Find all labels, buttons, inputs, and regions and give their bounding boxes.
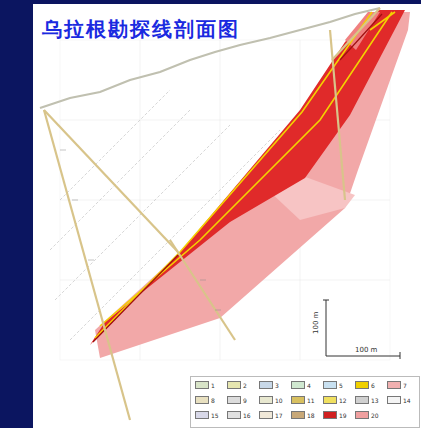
legend-swatch [355, 411, 369, 419]
legend-number: 4 [307, 382, 311, 389]
legend-swatch [291, 381, 305, 389]
legend-swatch [323, 396, 337, 404]
legend-number: 19 [339, 412, 347, 419]
scale-label: 100 m [312, 312, 320, 334]
legend-swatch [355, 381, 369, 389]
title: 乌拉根勘探线剖面图 [42, 16, 240, 43]
legend-item: 17 [259, 411, 283, 419]
legend-swatch [323, 381, 337, 389]
legend-number: 17 [275, 412, 283, 419]
legend-item: 11 [291, 396, 315, 404]
legend-swatch [259, 396, 273, 404]
legend-item: 1 [195, 381, 215, 389]
legend-number: 15 [211, 412, 219, 419]
legend-swatch [195, 411, 209, 419]
legend-swatch [227, 411, 241, 419]
legend-number: 5 [339, 382, 343, 389]
legend-swatch [259, 411, 273, 419]
legend-number: 18 [307, 412, 315, 419]
legend-swatch [227, 381, 241, 389]
legend-item: 5 [323, 381, 343, 389]
legend-item: 2 [227, 381, 247, 389]
legend-item: 12 [323, 396, 347, 404]
legend-item: 3 [259, 381, 279, 389]
legend-swatch [323, 411, 337, 419]
legend-swatch [387, 396, 401, 404]
legend-item: 16 [227, 411, 251, 419]
legend-item: 13 [355, 396, 379, 404]
legend-number: 1 [211, 382, 215, 389]
legend-number: 13 [371, 397, 379, 404]
legend-number: 10 [275, 397, 283, 404]
legend-swatch [195, 396, 209, 404]
legend-item: 6 [355, 381, 375, 389]
legend-number: 3 [275, 382, 279, 389]
legend-number: 6 [371, 382, 375, 389]
legend-item: 14 [387, 396, 411, 404]
legend-swatch [227, 396, 241, 404]
legend-number: 12 [339, 397, 347, 404]
scale-label: 100 m [355, 346, 377, 354]
legend-item: 9 [227, 396, 247, 404]
legend-item: 18 [291, 411, 315, 419]
legend-item: 4 [291, 381, 311, 389]
legend-number: 2 [243, 382, 247, 389]
legend-box: 1234567891011121314151617181920 [190, 376, 420, 428]
legend-item: 7 [387, 381, 407, 389]
legend-item: 8 [195, 396, 215, 404]
legend-swatch [195, 381, 209, 389]
legend-number: 14 [403, 397, 411, 404]
legend-swatch [355, 396, 369, 404]
legend-number: 8 [211, 397, 215, 404]
legend-number: 16 [243, 412, 251, 419]
legend-item: 10 [259, 396, 283, 404]
legend-item: 15 [195, 411, 219, 419]
legend-swatch [291, 396, 305, 404]
legend-number: 9 [243, 397, 247, 404]
legend-number: 7 [403, 382, 407, 389]
legend-item: 19 [323, 411, 347, 419]
legend-swatch [259, 381, 273, 389]
legend-number: 20 [371, 412, 379, 419]
legend-swatch [387, 381, 401, 389]
legend-number: 11 [307, 397, 315, 404]
legend-item: 20 [355, 411, 379, 419]
legend-swatch [291, 411, 305, 419]
